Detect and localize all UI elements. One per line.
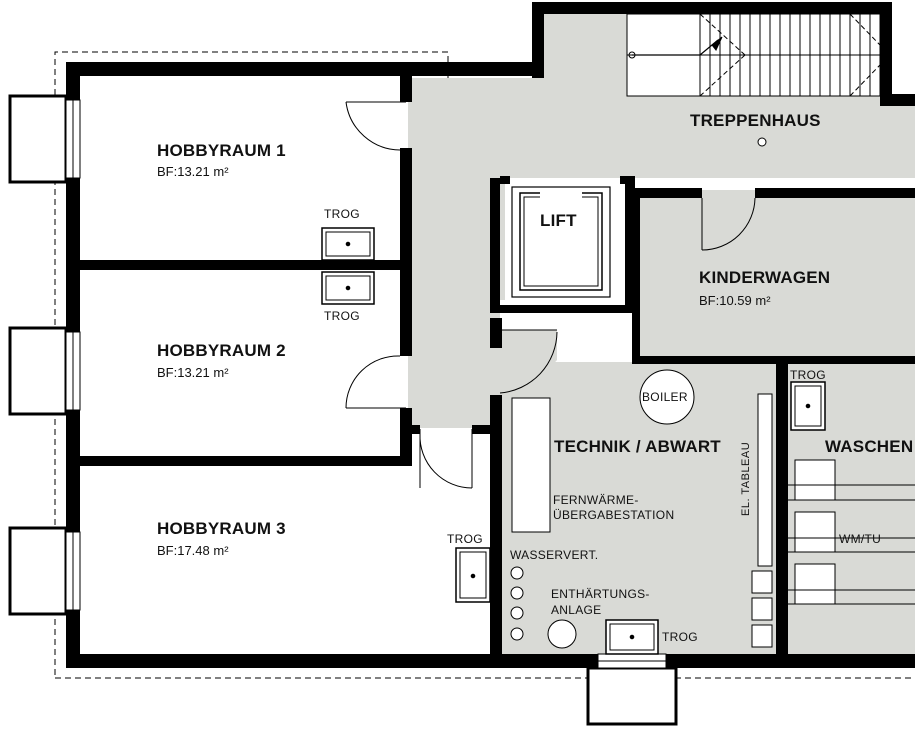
doors (345, 101, 756, 489)
el-tableau-label: EL. TABLEAU (740, 441, 752, 516)
trog-label-1: TROG (324, 207, 360, 221)
lift-floor (505, 178, 627, 300)
trog-label-2: TROG (324, 309, 360, 323)
window-1 (8, 94, 68, 184)
technik-name: TECHNIK / ABWART (554, 437, 721, 456)
wall-stair-north (532, 2, 892, 14)
wall-stub-a (408, 425, 420, 434)
hobbyraum-2-name: HOBBYRAUM 2 (157, 341, 286, 360)
light-shaft (586, 666, 678, 726)
kinderwagen-area: BF:10.59 m² (699, 293, 771, 308)
waschen-name: WASCHEN (825, 437, 914, 456)
wm-tu-label: WM/TU (839, 532, 882, 546)
enthaertung-label-2: ANLAGE (551, 603, 602, 617)
sinks (321, 227, 826, 655)
fernwaerme-unit (511, 397, 551, 533)
wall-kw-south (632, 356, 915, 364)
lift-name: LIFT (540, 211, 577, 230)
wall-technik-east (776, 356, 788, 668)
wall-north-corridor (400, 62, 542, 76)
window-2 (8, 326, 68, 416)
hobbyraum-3-area: BF:17.48 m² (157, 543, 229, 558)
wall-stair-east (880, 2, 892, 106)
wall-lift-top-r (620, 176, 635, 184)
wall-technik-west (490, 395, 502, 668)
boiler-label: BOILER (642, 390, 688, 404)
corridor-floor (408, 8, 915, 428)
wall-kw-north-b (755, 188, 915, 198)
wall-stub-b (472, 425, 502, 434)
kinderwagen-name: KINDERWAGEN (699, 268, 831, 287)
trog-label-5: TROG (790, 368, 826, 382)
fernwaerme-label-1: FERNWÄRME- (553, 493, 639, 507)
wall-kw-west (632, 188, 640, 362)
hobbyraum-3-name: HOBBYRAUM 3 (157, 519, 286, 538)
windows-west (8, 94, 81, 616)
wall-stair-ext (880, 94, 915, 106)
el-tableau-panel (757, 393, 773, 567)
wall-kw-north-a (632, 188, 702, 198)
stairs (626, 13, 881, 97)
window-3 (8, 526, 68, 616)
corridor-lower (408, 300, 500, 428)
wall-lift-south (490, 305, 625, 313)
trog-label-3: TROG (447, 532, 483, 546)
wall-h2-h3 (66, 456, 412, 466)
hobbyraum-2-area: BF:13.21 m² (157, 365, 229, 380)
fernwaerme-label-2: ÜBERGABESTATION (553, 508, 675, 522)
washing-machines (788, 459, 915, 605)
wasservert-label: WASSERVERT. (510, 548, 599, 562)
lift-outer-frame (511, 186, 611, 298)
wall-lift-top-l (500, 176, 510, 184)
boiler-tank (639, 369, 695, 425)
lift-inner-frame (519, 192, 603, 291)
technik-equipment (510, 137, 773, 649)
wall-stair-west (532, 2, 544, 78)
hobbyraum-1-name: HOBBYRAUM 1 (157, 141, 286, 160)
trog-label-4: TROG (662, 630, 698, 644)
wall-technik-west-top (490, 318, 502, 348)
enthaertung-tank (547, 619, 577, 649)
lift-inner-frame-2 (523, 196, 599, 287)
wall-lift-east (625, 178, 635, 313)
treppenhaus-name: TREPPENHAUS (690, 111, 821, 130)
wall-h1-h2 (66, 260, 412, 270)
wall-north-hobby (66, 62, 411, 76)
outline-dashed (54, 51, 915, 675)
hobbyraum-1-area: BF:13.21 m² (157, 164, 229, 179)
stair-marker (757, 137, 767, 147)
wall-hobby-east-b (400, 148, 412, 356)
enthaertung-label-1: ENTHÄRTUNGS- (551, 587, 650, 601)
wall-hobby-east-a (400, 62, 412, 102)
kinderwagen-floor (632, 190, 915, 360)
wall-lift-west (490, 178, 500, 308)
wall-hobby-east-c (400, 408, 412, 466)
